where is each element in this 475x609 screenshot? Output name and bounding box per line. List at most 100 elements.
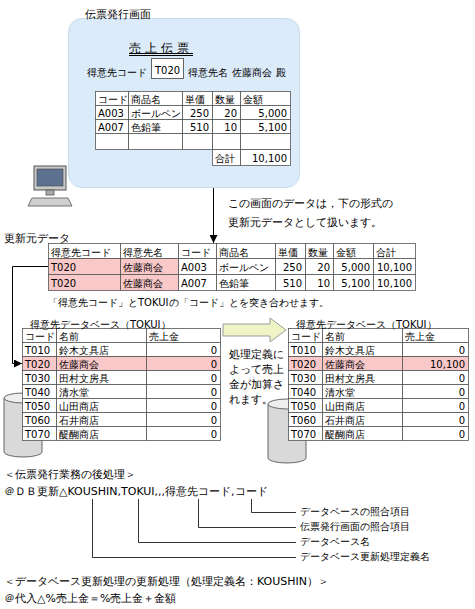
table-cell-text: 鈴木文具店 <box>325 345 375 356</box>
table-cell <box>323 413 403 427</box>
text-slot: 色鉛筆 <box>216 274 275 290</box>
table-cell-text: 10,100 <box>430 359 465 370</box>
table-cell <box>276 259 306 275</box>
table-cell <box>57 357 147 371</box>
table-cell-text: 5,100 <box>341 278 370 289</box>
text-slot: ＠代入△%売上金＝%売上金＋金額 <box>4 587 176 606</box>
table-cell-text: 10,100 <box>252 153 287 164</box>
field-value: 佐藤商会 <box>232 67 272 78</box>
table-grid <box>23 329 221 441</box>
table-cell <box>289 357 323 371</box>
screen-window: T020伝票発行画面売上伝票得意先コード得意先名佐藤商会殿コード商品名単価数量金… <box>68 18 300 188</box>
monitor-stand <box>46 190 54 195</box>
text-slot: T070 <box>22 426 56 440</box>
table-cell <box>129 120 183 134</box>
table-cell-text: 0 <box>211 345 217 356</box>
table-cell <box>121 275 179 291</box>
table-cell <box>213 150 241 166</box>
text-slot: 得意先名 <box>120 243 178 258</box>
column-header: 名前 <box>325 331 345 342</box>
text-slot: 色鉛筆 <box>128 119 182 133</box>
table-cell <box>23 413 57 427</box>
table-cell-text: 20 <box>224 108 237 119</box>
table-cell <box>403 371 469 385</box>
table-cell <box>179 244 217 259</box>
column-header: 金額 <box>336 247 356 258</box>
table-cell <box>403 385 469 399</box>
table-cell <box>289 343 323 357</box>
text-slot: 0 <box>146 398 220 412</box>
text-slot: 0 <box>402 384 468 398</box>
table-cell-text: 10,100 <box>377 262 412 273</box>
table-cell <box>334 275 374 291</box>
column-header: コード <box>25 331 55 342</box>
text-slot: 5,000 <box>240 105 290 119</box>
table-cell <box>147 399 221 413</box>
text-slot: データベース名 <box>300 530 370 549</box>
table-cell <box>403 357 469 371</box>
text-slot: T010 <box>22 342 56 356</box>
text-slot: 山田商店 <box>322 398 402 412</box>
table-cell-text: 0 <box>211 359 217 370</box>
table-cell <box>23 329 57 343</box>
column-header: 数量 <box>215 94 235 105</box>
text-slot: T020 <box>155 59 180 78</box>
table-cell <box>213 134 241 150</box>
table-cell <box>323 343 403 357</box>
column-header: 商品名 <box>219 247 249 258</box>
text-slot: 得意先コード <box>48 243 120 258</box>
text-slot: 佐藤商会 <box>120 258 178 274</box>
text-slot: T020 <box>288 356 322 370</box>
text-slot: 殿 <box>276 61 286 80</box>
column-header: コード <box>98 94 128 105</box>
table-cell <box>147 385 221 399</box>
table-cell <box>323 427 403 441</box>
table-cell-text: T050 <box>25 401 50 412</box>
table-grids <box>23 244 469 441</box>
text-slot: 得意先データベース（TOKUI） <box>30 313 171 332</box>
table-cell <box>183 92 213 106</box>
table-cell-text: A003 <box>98 108 124 119</box>
column-header: 売上金 <box>405 331 435 342</box>
table-cell <box>306 259 334 275</box>
field-label: 得意先名 <box>188 67 228 78</box>
column-header: コード <box>291 331 321 342</box>
table-cell <box>23 427 57 441</box>
text-slot: T070 <box>288 426 322 440</box>
note: 「得意先コード」とTOKUIの「コード」とを突き合わせます。 <box>48 297 329 308</box>
text-slot: A003 <box>95 105 128 119</box>
text-slot: 合計 <box>212 149 240 165</box>
column-header: 得意先コード <box>51 247 111 258</box>
table-cell <box>147 329 221 343</box>
text-slot: 510 <box>275 274 305 290</box>
table-cell <box>403 343 469 357</box>
text-slot: T030 <box>288 370 322 384</box>
table-cell <box>276 244 306 259</box>
table-cell-text: T020 <box>51 278 76 289</box>
table-cell <box>23 343 57 357</box>
table-cell <box>323 385 403 399</box>
text-slot: ＠ＤＢ更新△KOUSHIN,TOKUI,,,得意先コード,コード <box>4 480 268 499</box>
table-cell <box>403 399 469 413</box>
callout-text: データベース名 <box>300 536 370 547</box>
table-cell-text: 0 <box>211 429 217 440</box>
leader-line <box>252 499 297 513</box>
column-header: 売上金 <box>149 331 179 342</box>
table-cell-text: 醍醐商店 <box>59 429 99 440</box>
text-slot: コード <box>95 91 128 105</box>
text-slot: データベースの照合項目 <box>300 500 410 519</box>
text-slot: 金額 <box>333 243 373 258</box>
edge-label: 処理定義によって売上金が加算されます。 <box>229 348 284 406</box>
table-cell <box>129 134 183 150</box>
column-header: 金額 <box>243 94 263 105</box>
table-cell-text: A007 <box>181 278 207 289</box>
table-cell <box>147 413 221 427</box>
table-cell-text: A003 <box>181 262 207 273</box>
text-slot: ＜データベース更新処理の更新処理（処理定義名：KOUSHIN）＞ <box>4 570 329 589</box>
table-cell-text: 佐藤商会 <box>325 359 365 370</box>
table-cell <box>57 413 147 427</box>
column-header: コード <box>181 247 211 258</box>
table-cell-text: 0 <box>459 387 465 398</box>
table-cell-text: 合計 <box>215 153 235 164</box>
